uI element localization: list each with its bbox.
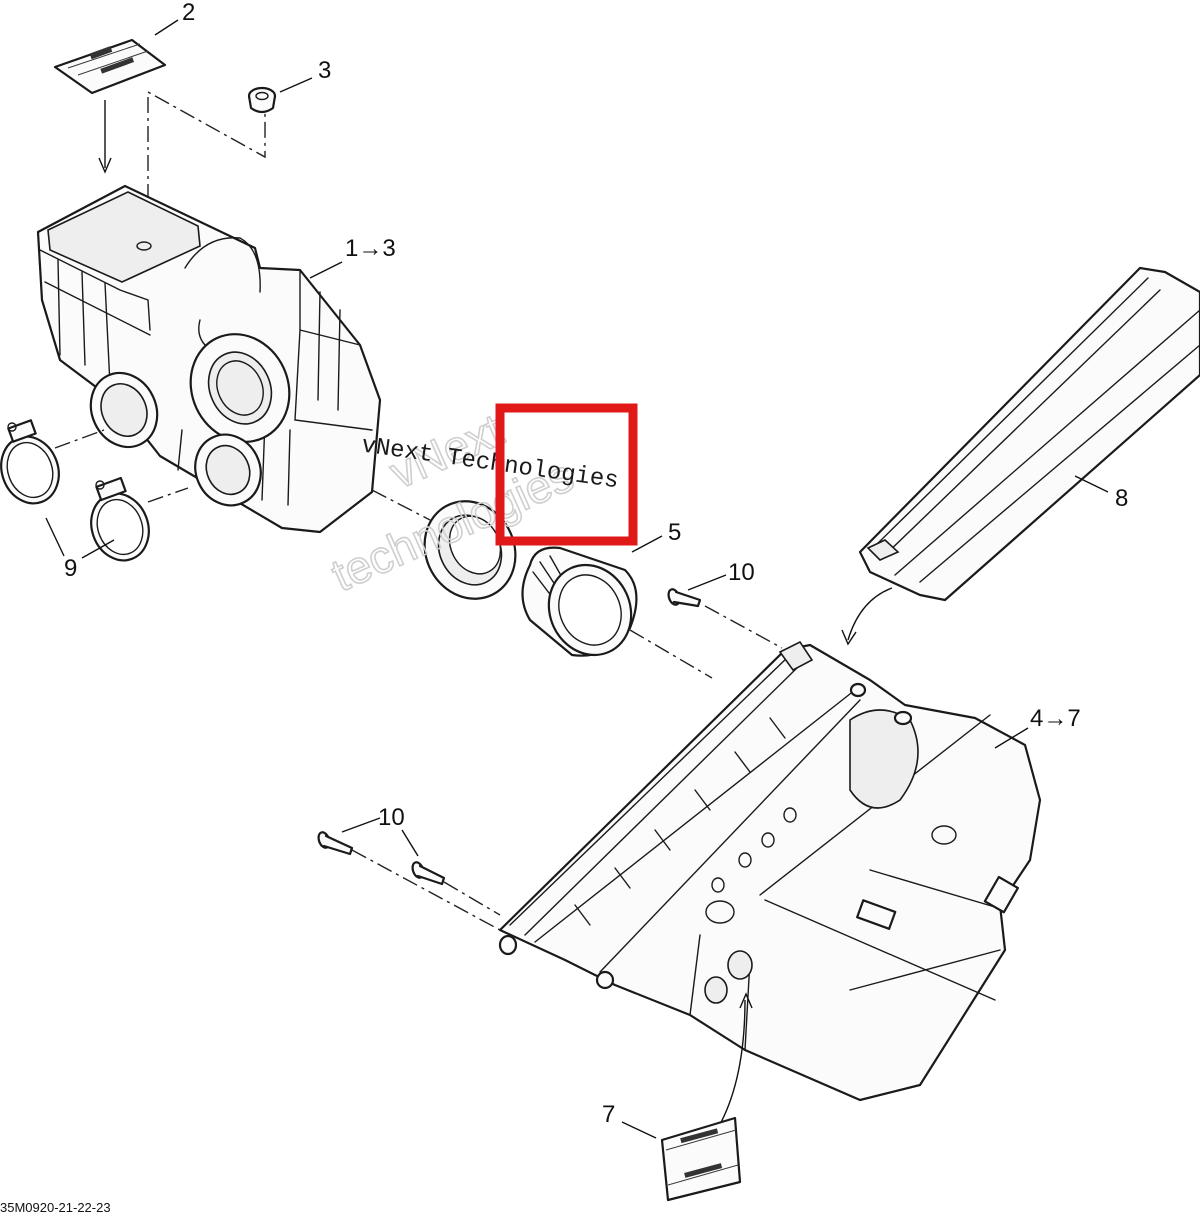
leader-10-bottom-b bbox=[401, 829, 419, 857]
part-8-cover bbox=[858, 266, 1200, 602]
part-3-grommet bbox=[247, 86, 277, 114]
leader-10-bottom-a bbox=[341, 817, 381, 833]
part-5-intake-boot bbox=[521, 546, 638, 657]
callout-3: 3 bbox=[318, 57, 331, 84]
callout-4-7: 4→7 bbox=[1030, 705, 1081, 732]
dash-10-bottom-b bbox=[443, 881, 501, 916]
part-9-clamp-right bbox=[90, 476, 150, 562]
part-9-clamp-left bbox=[0, 419, 60, 505]
leader-5 bbox=[631, 535, 663, 553]
leader-9b bbox=[81, 539, 115, 559]
dash-10-bottom-a bbox=[351, 849, 501, 931]
dash-9b bbox=[147, 487, 189, 503]
leader-3 bbox=[279, 77, 313, 93]
leader-8 bbox=[1074, 475, 1109, 493]
leader-10-top bbox=[687, 574, 727, 591]
callout-1-3: 1→3 bbox=[345, 235, 396, 262]
arrow-7-head bbox=[739, 992, 753, 1009]
callout-10-bottom: 10 bbox=[378, 804, 405, 831]
dash-10-top bbox=[704, 605, 783, 649]
callout-5: 5 bbox=[668, 519, 681, 546]
leader-9a bbox=[45, 517, 65, 557]
callout-10-top: 10 bbox=[728, 559, 755, 586]
part-2-label-decal bbox=[53, 38, 167, 95]
callout-9: 9 bbox=[64, 555, 77, 582]
part-10-screw-top bbox=[667, 588, 702, 608]
leader-4-7 bbox=[994, 727, 1029, 749]
dash-9a bbox=[54, 429, 105, 449]
callout-2: 2 bbox=[182, 0, 195, 26]
arrow-8-head bbox=[841, 629, 857, 646]
drawing-code: 35M0920-21-22-23 bbox=[0, 1200, 111, 1215]
leader-1-3 bbox=[309, 261, 343, 279]
part-10-screw-bottom-1 bbox=[317, 831, 354, 856]
dash-5 bbox=[629, 629, 713, 679]
part-seal-ring bbox=[423, 500, 517, 600]
arrow-2-head bbox=[98, 157, 112, 174]
dash-3 bbox=[147, 90, 266, 200]
part-4-airbox-base bbox=[498, 640, 1042, 1102]
arrow-8 bbox=[847, 587, 893, 641]
part-10-screw-bottom-2 bbox=[411, 861, 446, 886]
callout-8: 8 bbox=[1115, 485, 1128, 512]
part-1-airbox-housing bbox=[36, 184, 382, 534]
dash-seal bbox=[371, 489, 431, 521]
callout-7: 7 bbox=[602, 1101, 615, 1128]
leader-7 bbox=[621, 1121, 657, 1139]
part-7-label-decal bbox=[660, 1116, 742, 1202]
leader-2 bbox=[154, 19, 179, 36]
arrow-7 bbox=[717, 999, 746, 1129]
highlight-box bbox=[495, 403, 638, 546]
